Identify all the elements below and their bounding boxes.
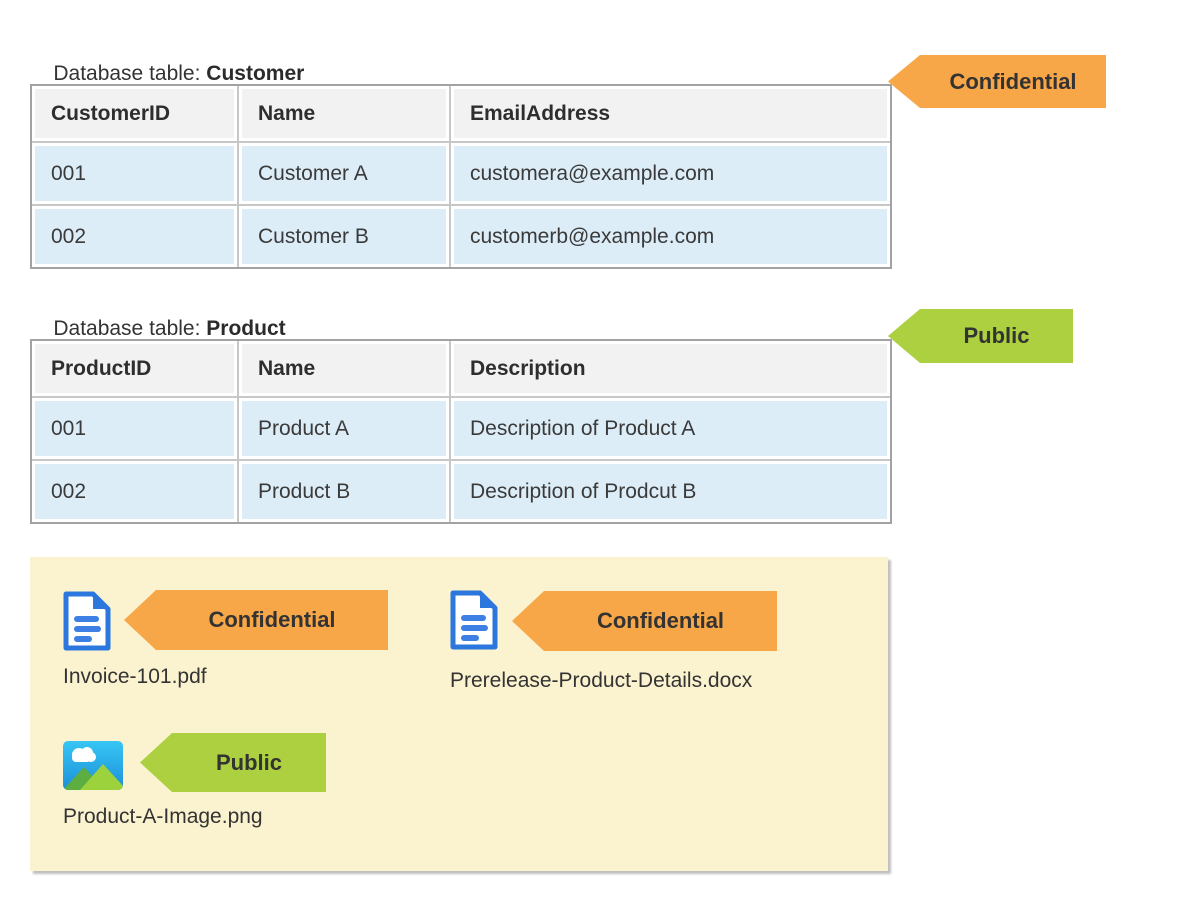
cell-value: Description of Prodcut B — [454, 464, 887, 519]
files-panel: Confidential Invoice-101.pdf Confidentia… — [30, 557, 888, 871]
classification-badge-confidential: Confidential — [888, 55, 1106, 108]
column-header: ProductID — [32, 341, 239, 398]
cell-value: 001 — [35, 146, 234, 201]
cell-value: 001 — [35, 401, 234, 456]
badge-label: Public — [215, 749, 282, 775]
table-cell: 002 — [32, 461, 239, 522]
table-cell: Description of Prodcut B — [451, 461, 890, 522]
column-header: Description — [451, 341, 890, 398]
column-header: Name — [239, 341, 451, 398]
customer-table: CustomerID Name EmailAddress 001 Custome… — [30, 84, 892, 269]
classification-badge-confidential: Confidential — [124, 590, 388, 650]
cell-value: Customer A — [242, 146, 446, 201]
table-cell: Customer A — [239, 143, 451, 206]
document-icon — [63, 591, 111, 656]
column-header-label: CustomerID — [35, 89, 234, 138]
cell-value: Customer B — [242, 209, 446, 264]
classification-badge-public: Public — [140, 733, 326, 792]
cell-value: customera@example.com — [454, 146, 887, 201]
product-table-title: Database table: Product — [30, 293, 286, 365]
column-header-label: Description — [454, 344, 887, 393]
customer-table-title: Database table: Customer — [30, 38, 304, 110]
table-row: 002 Customer B customerb@example.com — [32, 206, 890, 267]
table-cell: 002 — [32, 206, 239, 267]
document-icon — [450, 590, 498, 655]
title-table-name: Customer — [206, 62, 305, 85]
column-header-label: EmailAddress — [454, 89, 887, 138]
cell-value: 002 — [35, 209, 234, 264]
table-cell: customera@example.com — [451, 143, 890, 206]
table-row: 001 Customer A customera@example.com — [32, 143, 890, 206]
file-name: Product-A-Image.png — [63, 805, 263, 828]
table-cell: 001 — [32, 398, 239, 461]
cell-value: Product A — [242, 401, 446, 456]
badge-label: Confidential — [208, 607, 336, 632]
badge-label: Public — [963, 323, 1030, 348]
badge-label: Confidential — [596, 608, 725, 633]
badge-label: Confidential — [949, 68, 1077, 94]
classification-badge-public: Public — [888, 309, 1073, 363]
title-prefix: Database table: — [53, 62, 207, 85]
table-cell: Product A — [239, 398, 451, 461]
table-cell: Product B — [239, 461, 451, 522]
table-cell: Customer B — [239, 206, 451, 267]
table-header-row: ProductID Name Description — [32, 341, 890, 398]
column-header: EmailAddress — [451, 86, 890, 143]
cell-value: customerb@example.com — [454, 209, 887, 264]
product-table: ProductID Name Description 001 Product A… — [30, 339, 892, 524]
title-table-name: Product — [206, 317, 286, 340]
table-cell: 001 — [32, 143, 239, 206]
table-row: 001 Product A Description of Product A — [32, 398, 890, 461]
column-header-label: ProductID — [35, 344, 234, 393]
cell-value: Description of Product A — [454, 401, 887, 456]
cell-value: Product B — [242, 464, 446, 519]
column-header-label: Name — [242, 344, 446, 393]
file-name: Invoice-101.pdf — [63, 665, 207, 688]
classification-badge-confidential: Confidential — [512, 591, 777, 651]
table-cell: customerb@example.com — [451, 206, 890, 267]
title-prefix: Database table: — [53, 317, 207, 340]
cell-value: 002 — [35, 464, 234, 519]
image-icon — [63, 741, 123, 795]
table-cell: Description of Product A — [451, 398, 890, 461]
column-header-label: Name — [242, 89, 446, 138]
table-header-row: CustomerID Name EmailAddress — [32, 86, 890, 143]
table-row: 002 Product B Description of Prodcut B — [32, 461, 890, 522]
file-name: Prerelease-Product-Details.docx — [450, 669, 753, 692]
column-header: CustomerID — [32, 86, 239, 143]
column-header: Name — [239, 86, 451, 143]
